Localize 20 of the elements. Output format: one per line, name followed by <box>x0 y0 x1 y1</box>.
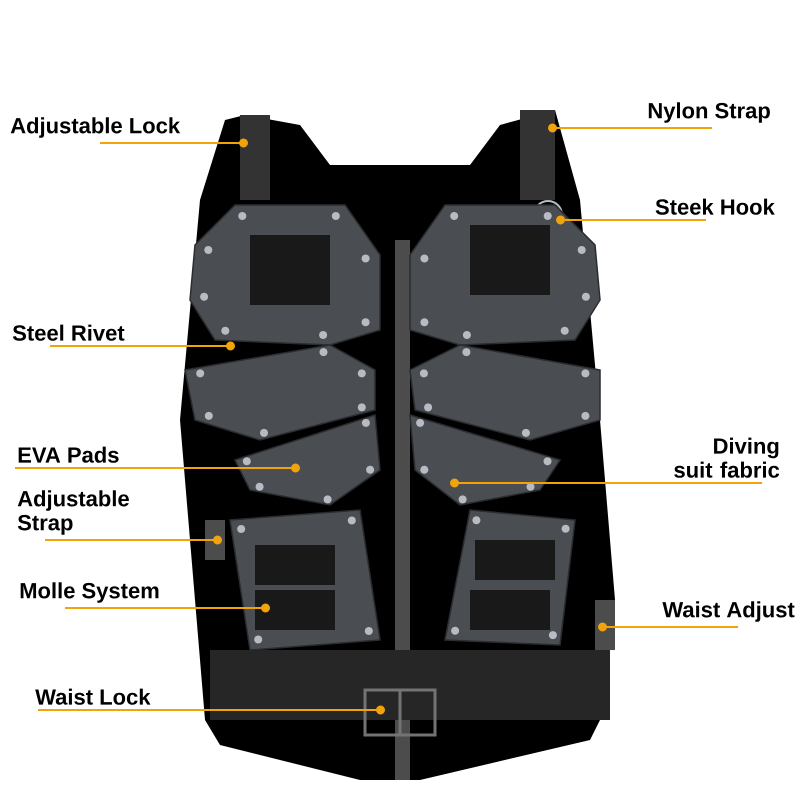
callout-label: Nylon Strap <box>648 102 770 123</box>
leader-line <box>38 706 385 714</box>
callout-label: Steek Hook <box>656 198 775 215</box>
callout-label: Adjustable Strap <box>18 490 129 535</box>
leader-line <box>450 478 762 488</box>
callout-label: Waist Lock <box>35 688 151 705</box>
leader-line <box>548 124 712 132</box>
leader-line <box>598 622 738 632</box>
callout-label: Molle System <box>20 582 158 603</box>
callout-label: Steel Rivet <box>12 324 124 341</box>
leader-line <box>556 216 706 224</box>
leader-line <box>15 464 300 472</box>
callout-label: Adjustable Lock <box>10 117 180 138</box>
leader-line <box>50 342 235 350</box>
callout-label: Waist Adjust <box>662 601 795 622</box>
callout-label: Diving suit fabric <box>674 438 780 478</box>
leader-line <box>45 536 222 544</box>
callout-label: EVA Pads <box>18 446 119 463</box>
leader-line <box>100 138 248 148</box>
leader-line <box>65 604 270 612</box>
